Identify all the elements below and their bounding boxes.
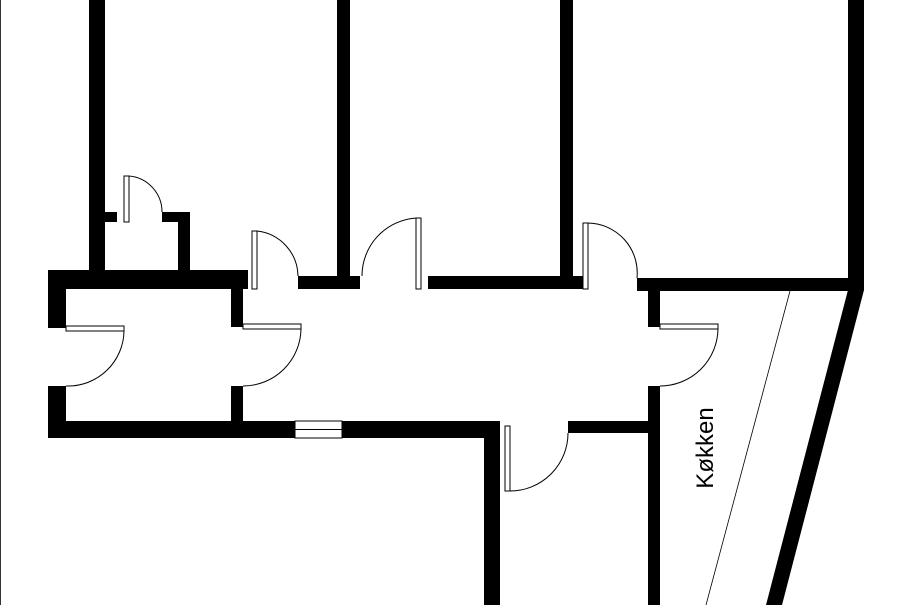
door: [361, 217, 422, 290]
wall: [342, 421, 500, 438]
wall: [48, 270, 66, 328]
door: [504, 425, 569, 492]
door: [251, 230, 299, 290]
wall: [848, 0, 864, 290]
door: [659, 323, 719, 387]
wall: [568, 421, 660, 433]
door: [242, 323, 302, 387]
door: [65, 325, 125, 387]
wall: [337, 0, 350, 278]
wall: [48, 421, 295, 438]
door: [582, 222, 638, 290]
wall: [89, 0, 105, 278]
wall: [648, 386, 660, 605]
wall: [48, 270, 248, 289]
wall: [648, 289, 660, 327]
wall: [105, 212, 117, 222]
wall: [766, 290, 864, 605]
wall: [484, 421, 500, 605]
wall: [178, 212, 190, 278]
wall: [298, 276, 360, 289]
wall: [560, 0, 573, 278]
room-label-kitchen: Køkken: [692, 407, 719, 488]
wall: [637, 278, 862, 291]
kitchen-counter-line: [705, 290, 791, 605]
window: [294, 420, 343, 439]
wall: [231, 386, 243, 421]
wall: [428, 276, 583, 289]
wall: [162, 212, 190, 222]
walls: [48, 0, 864, 605]
wall: [231, 289, 243, 327]
door: [123, 175, 163, 223]
